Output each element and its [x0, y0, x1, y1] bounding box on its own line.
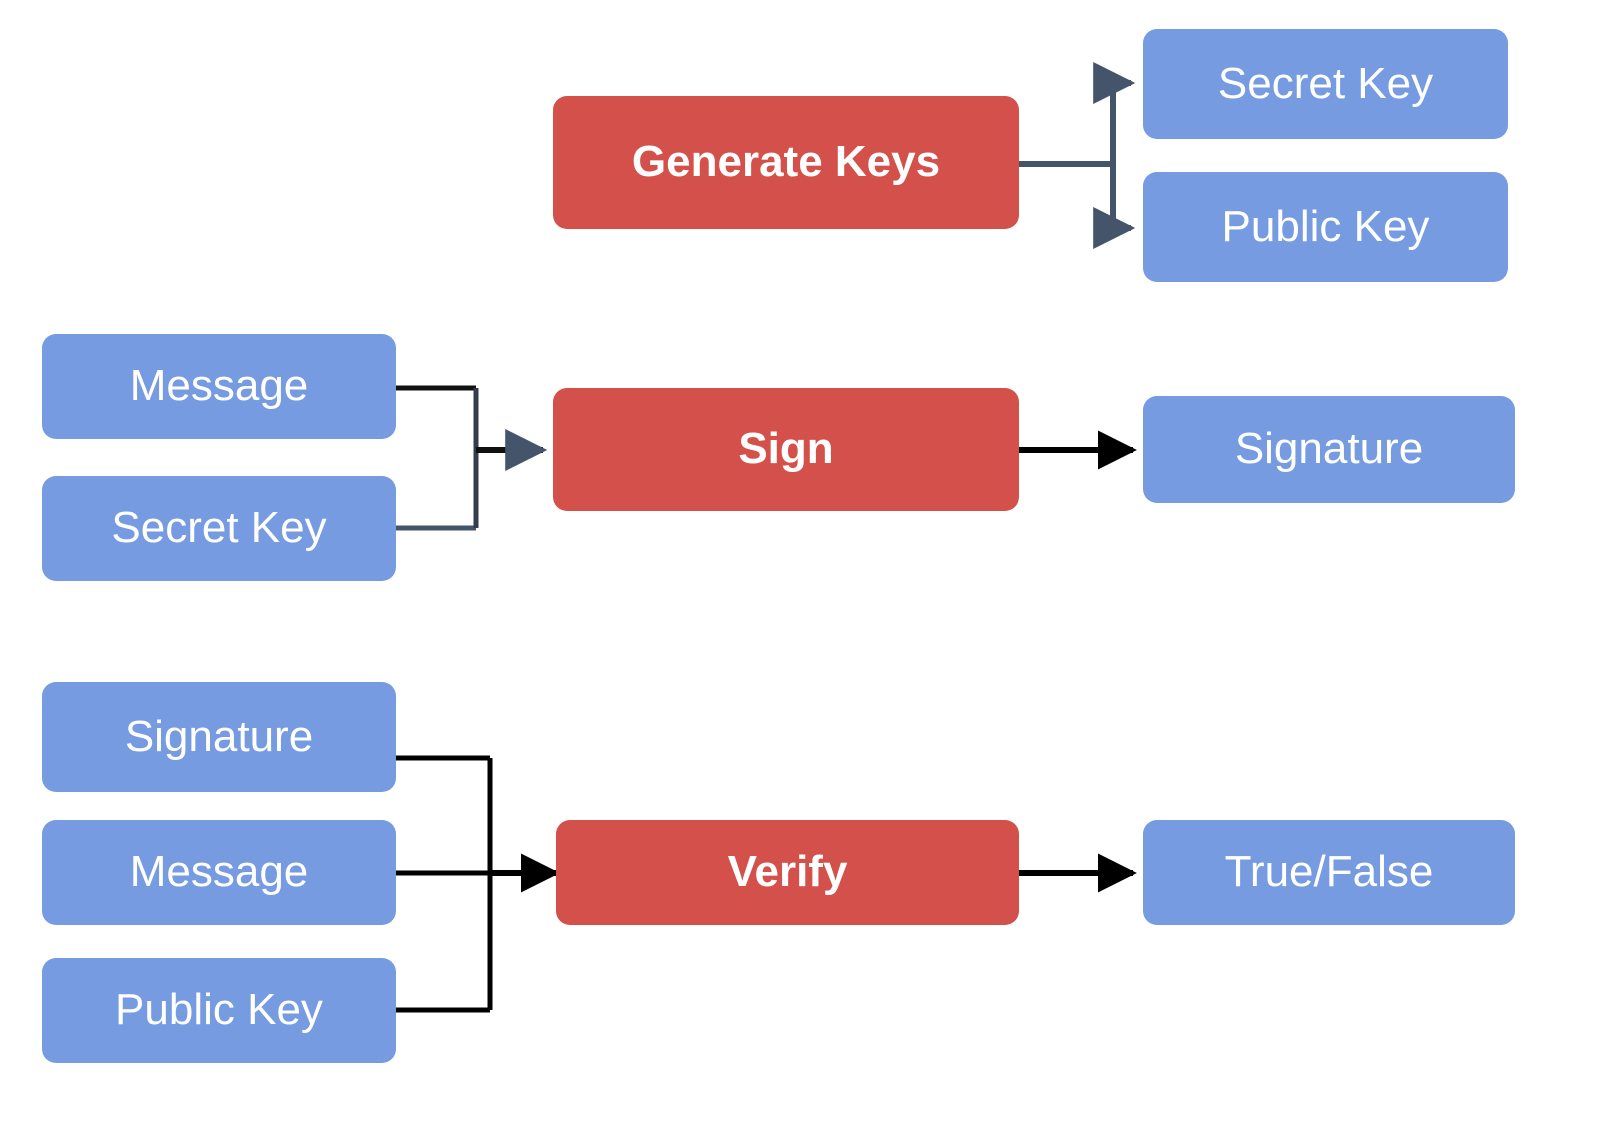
node-sign[interactable]: Sign: [553, 388, 1019, 511]
node-verify-input-message-label: Message: [129, 847, 309, 897]
edge-verify-inputs: [396, 755, 560, 1013]
node-sign-input-message[interactable]: Message: [42, 334, 396, 439]
node-public-key-output[interactable]: Public Key: [1143, 172, 1508, 282]
node-verify-input-signature[interactable]: Signature: [42, 682, 396, 792]
node-verify-input-signature-label: Signature: [124, 711, 314, 761]
node-verify-input-public-key-label: Public Key: [115, 985, 323, 1035]
node-secret-key-output-label: Secret Key: [1217, 58, 1434, 108]
node-verify-input-message[interactable]: Message: [42, 820, 396, 925]
node-signature-output-label: Signature: [1234, 424, 1424, 474]
node-generate-keys[interactable]: Generate Keys: [553, 96, 1019, 229]
node-signature-output[interactable]: Signature: [1143, 396, 1515, 503]
node-true-false-output[interactable]: True/False: [1143, 820, 1515, 925]
node-sign-input-secret-key-label: Secret Key: [111, 503, 327, 553]
edge-sign-inputs: [396, 385, 548, 531]
node-sign-label: Sign: [738, 424, 834, 474]
node-sign-input-message-label: Message: [129, 361, 309, 411]
node-secret-key-output[interactable]: Secret Key: [1143, 29, 1508, 139]
node-verify-label: Verify: [727, 847, 848, 897]
node-true-false-output-label: True/False: [1224, 847, 1434, 897]
node-verify-input-public-key[interactable]: Public Key: [42, 958, 396, 1063]
node-generate-keys-label: Generate Keys: [631, 137, 941, 187]
node-public-key-output-label: Public Key: [1221, 201, 1430, 251]
node-verify[interactable]: Verify: [556, 820, 1019, 925]
edge-generate-keys-to-keys: [1018, 62, 1136, 249]
node-sign-input-secret-key[interactable]: Secret Key: [42, 476, 396, 581]
